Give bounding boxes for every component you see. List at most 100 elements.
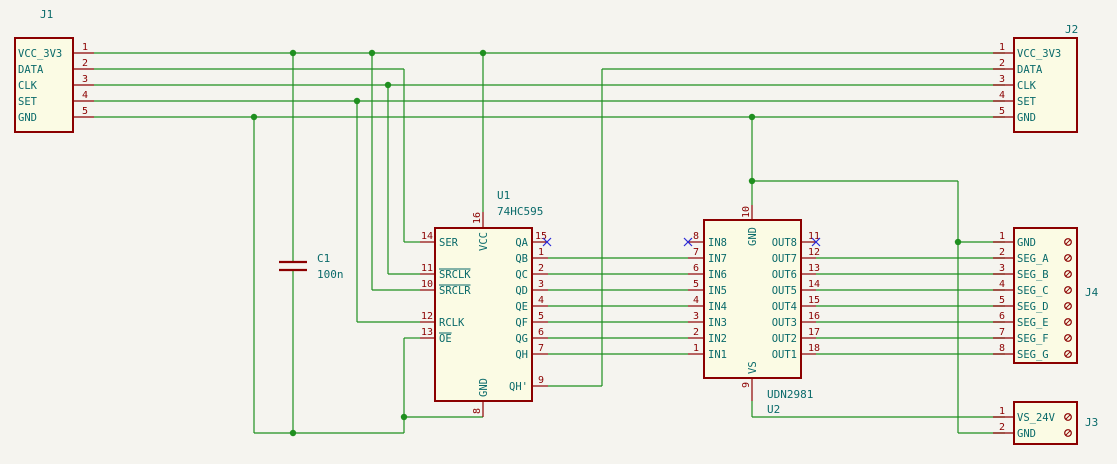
pin-number: 5 [82,106,88,117]
pin-number: 1 [82,42,88,53]
junction-dot [400,413,408,421]
pin-label: OUT1 [772,349,797,361]
pin-number: 15 [535,231,547,242]
u2-pins: 8IN87IN76IN65IN54IN43IN32IN21IN111OUT812… [683,205,821,401]
pin-label: SET [18,96,38,108]
pin-label: GND [1017,112,1036,124]
pin-label: QA [515,237,528,249]
screw-slot [1065,287,1071,293]
pin-label: GND [747,227,759,246]
screw-slot [1065,335,1071,341]
screw-terminal-icon [1064,302,1072,310]
pin-label: SEG_E [1017,317,1049,329]
screw-slot [1065,414,1071,420]
pin-number: 10 [421,279,433,290]
junction-dot [250,113,258,121]
pin-label: IN3 [708,317,727,329]
pin-label: SRCLR [439,285,471,297]
j3-ref: J3 [1085,416,1098,429]
pin-number: 11 [808,231,820,242]
u2-ref: U2 [767,403,780,416]
screw-terminal-icon [1064,429,1072,437]
j1-ref: J1 [40,8,53,21]
pin-number: 8 [999,343,1005,354]
pin-label: OUT5 [772,285,797,297]
pin-number: 10 [741,206,752,218]
pin-label: OUT7 [772,253,797,265]
pin-label: QH [515,349,528,361]
pin-number: 13 [808,263,820,274]
pin-number: 1 [538,247,544,258]
pin-label: OUT3 [772,317,797,329]
pin-number: 1 [999,406,1005,417]
pin-number: 1 [999,42,1005,53]
pin-label: SEG_F [1017,333,1049,345]
pin-number: 2 [82,58,88,69]
junctions [250,49,962,437]
pin-label: IN7 [708,253,727,265]
pin-label: GND [1017,428,1036,440]
pin-label: IN4 [708,301,727,313]
pin-label: QG [515,333,528,345]
c1-value: 100n [317,268,344,281]
pin-number: 4 [999,90,1005,101]
junction-dot [384,81,392,89]
pin-label: VCC_3V3 [1017,48,1061,60]
pin-number: 9 [741,382,752,388]
pin-label: VS [747,361,759,374]
no-connect-icon [811,237,821,247]
pin-number: 5 [693,279,699,290]
pin-label: SEG_C [1017,285,1049,297]
pin-label: OE [439,333,452,345]
junction-dot [368,49,376,57]
pin-number: 6 [693,263,699,274]
ic-u1: U1 74HC595 14SER11SRCLK10SRCLR12RCLK13OE… [420,189,552,417]
screw-terminal-icon [1064,413,1072,421]
pin-label: OUT6 [772,269,797,281]
junction-dot [289,49,297,57]
pin-number: 7 [693,247,699,258]
pin-number: 6 [999,311,1005,322]
junction-dot [479,49,487,57]
screw-terminal-icon [1064,350,1072,358]
pin-number: 1 [693,343,699,354]
pin-label: OUT8 [772,237,797,249]
pin-number: 7 [999,327,1005,338]
u1-pins: 14SER11SRCLK10SRCLR12RCLK13OE15QA1QB2QC3… [420,212,552,417]
capacitor-c1: C1 100n [279,252,344,281]
pin-number: 3 [82,74,88,85]
screw-slot [1065,319,1071,325]
pin-number: 2 [999,58,1005,69]
screw-slot [1065,255,1071,261]
pin-label: QH' [509,381,528,393]
j1-body [14,37,74,133]
pin-number: 9 [538,375,544,386]
pin-label: IN6 [708,269,727,281]
pin-label: OUT4 [772,301,797,313]
pin-number: 4 [693,295,699,306]
pin-number: 14 [808,279,820,290]
pin-number: 3 [538,279,544,290]
pin-label: CLK [18,80,38,92]
u1-body [434,227,533,402]
pin-number: 6 [538,327,544,338]
screw-terminal-icon [1064,270,1072,278]
pin-label: QD [515,285,528,297]
pin-label: DATA [1017,64,1043,76]
pin-number: 2 [999,247,1005,258]
pin-number: 13 [421,327,433,338]
pin-label: SEG_B [1017,269,1049,281]
pin-label: SEG_D [1017,301,1049,313]
pin-label: GND [18,112,37,124]
pin-number: 4 [999,279,1005,290]
u2-body [703,219,802,379]
pin-label: QC [515,269,528,281]
pin-number: 12 [808,247,820,258]
j3-body [1013,401,1078,445]
c1-ref: C1 [317,252,330,265]
screw-terminal-icon [1064,318,1072,326]
pin-number: 15 [808,295,820,306]
